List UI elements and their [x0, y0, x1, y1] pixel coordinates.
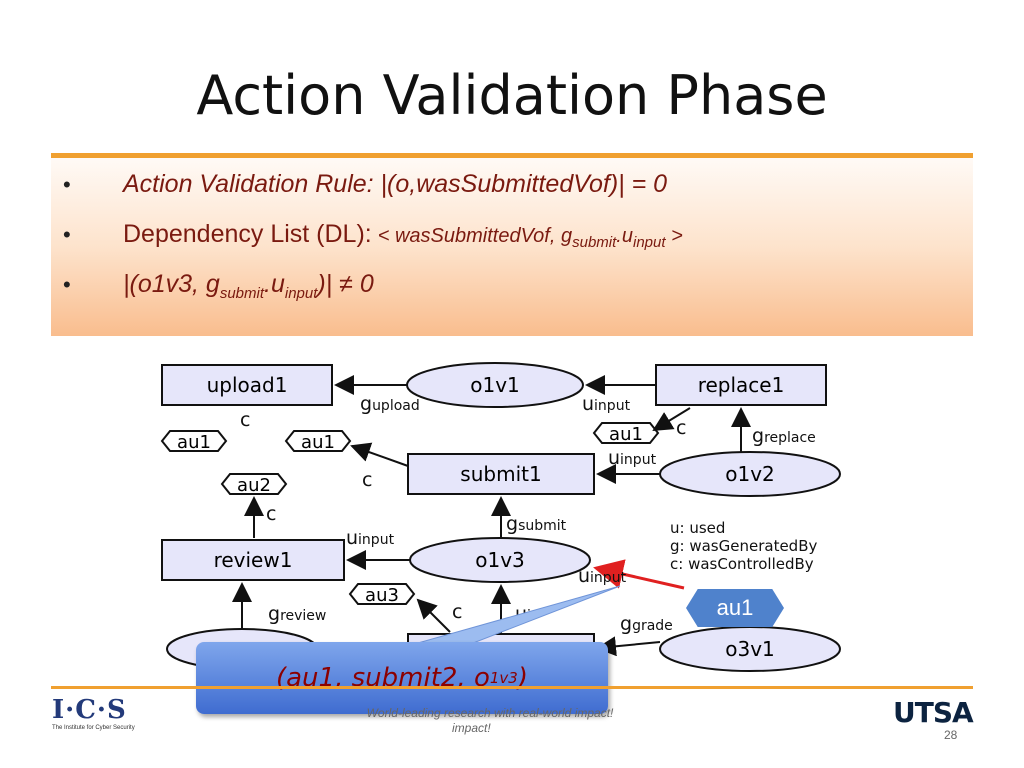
legend-controlled: c: wasControlledBy — [670, 555, 814, 573]
utsa-logo: UTSA — [893, 696, 974, 729]
edge-label-g-grade: ggrade — [620, 613, 673, 635]
au1-tag: au1 — [686, 589, 784, 627]
edge-label-c: c — [240, 409, 250, 431]
diagram-legend: u: used g: wasGeneratedBy c: wasControll… — [670, 519, 817, 573]
agent-au1-mid: au1 — [284, 430, 352, 453]
activity-submit1: submit1 — [407, 453, 595, 495]
svg-text:au1: au1 — [177, 432, 211, 453]
svg-text:upload1: upload1 — [207, 373, 288, 397]
edge-label-c: c — [452, 601, 462, 623]
bullet-dot: • — [63, 172, 71, 197]
svg-text:review1: review1 — [214, 548, 293, 572]
edge-label-u-input-2: uinput — [608, 447, 657, 469]
dl-value: < wasSubmittedVof, gsubmit.uinput > — [377, 225, 683, 251]
object-o3v1: o3v1 — [659, 626, 841, 672]
edge-label-g-review: greview — [268, 603, 326, 625]
edge-label-u-input-4: uinput — [578, 565, 627, 587]
svg-text:au3: au3 — [365, 585, 399, 606]
highlight-arrow — [593, 559, 685, 590]
bullet-panel: • Action Validation Rule: |(o,wasSubmitt… — [51, 158, 973, 336]
object-o1v3: o1v3 — [409, 537, 591, 583]
slide-title: Action Validation Phase — [196, 64, 828, 127]
footer-tagline: World-leading research with real-world i… — [366, 706, 614, 720]
svg-text:o1v3: o1v3 — [475, 548, 525, 572]
page-number: 28 — [944, 728, 958, 742]
bullet-rule-text: Action Validation Rule: |(o,wasSubmitted… — [123, 170, 668, 198]
svg-text:submit1: submit1 — [460, 462, 541, 486]
ics-logo-subtitle: The Institute for Cyber Security — [52, 725, 135, 731]
bullet-dependency-list: • Dependency List (DL): < wasSubmittedVo… — [63, 220, 683, 251]
bullet-dot: • — [63, 272, 71, 297]
edge-label-c: c — [362, 469, 372, 491]
edge-label-u-input-3: uinput — [346, 527, 395, 549]
legend-generated: g: wasGeneratedBy — [670, 537, 817, 555]
check-text: |(o1v3, gsubmit.uinput)| ≠ 0 — [123, 270, 374, 302]
bullet-dot: • — [63, 222, 71, 247]
edge-label-g-submit: gsubmit — [506, 513, 567, 535]
bottom-divider — [51, 686, 973, 689]
svg-text:o3v1: o3v1 — [725, 637, 775, 661]
edge-label-u-input-1: uinput — [582, 393, 631, 415]
object-o1v1: o1v1 — [406, 362, 584, 408]
activity-upload1: upload1 — [161, 364, 333, 406]
agent-au3: au3 — [348, 583, 416, 606]
ics-logo: I·C·S — [52, 695, 127, 725]
svg-text:o1v1: o1v1 — [470, 373, 520, 397]
svg-text:au2: au2 — [237, 475, 271, 496]
edge-label-c: c — [266, 503, 276, 525]
object-o1v2: o1v2 — [659, 451, 841, 497]
activity-review1: review1 — [161, 539, 345, 581]
svg-text:replace1: replace1 — [698, 373, 785, 397]
legend-used: u: used — [670, 519, 725, 537]
svg-text:au1: au1 — [609, 424, 643, 445]
top-divider — [51, 153, 973, 158]
svg-text:au1: au1 — [301, 432, 335, 453]
agent-au1-right: au1 — [592, 422, 660, 445]
footer-tagline-wrap: impact! — [452, 721, 491, 735]
dl-label: Dependency List (DL): — [123, 220, 372, 248]
activity-replace1: replace1 — [655, 364, 827, 406]
edge-label-c: c — [676, 417, 686, 439]
edge-label-g-upload: gupload — [360, 393, 420, 415]
bullet-rule: • Action Validation Rule: |(o,wasSubmitt… — [63, 170, 667, 199]
agent-au1-left: au1 — [160, 430, 228, 453]
edge-label-g-replace: greplace — [752, 425, 816, 447]
bullet-check: • |(o1v3, gsubmit.uinput)| ≠ 0 — [63, 270, 374, 302]
svg-text:o1v2: o1v2 — [725, 462, 775, 486]
agent-au2: au2 — [220, 473, 288, 496]
